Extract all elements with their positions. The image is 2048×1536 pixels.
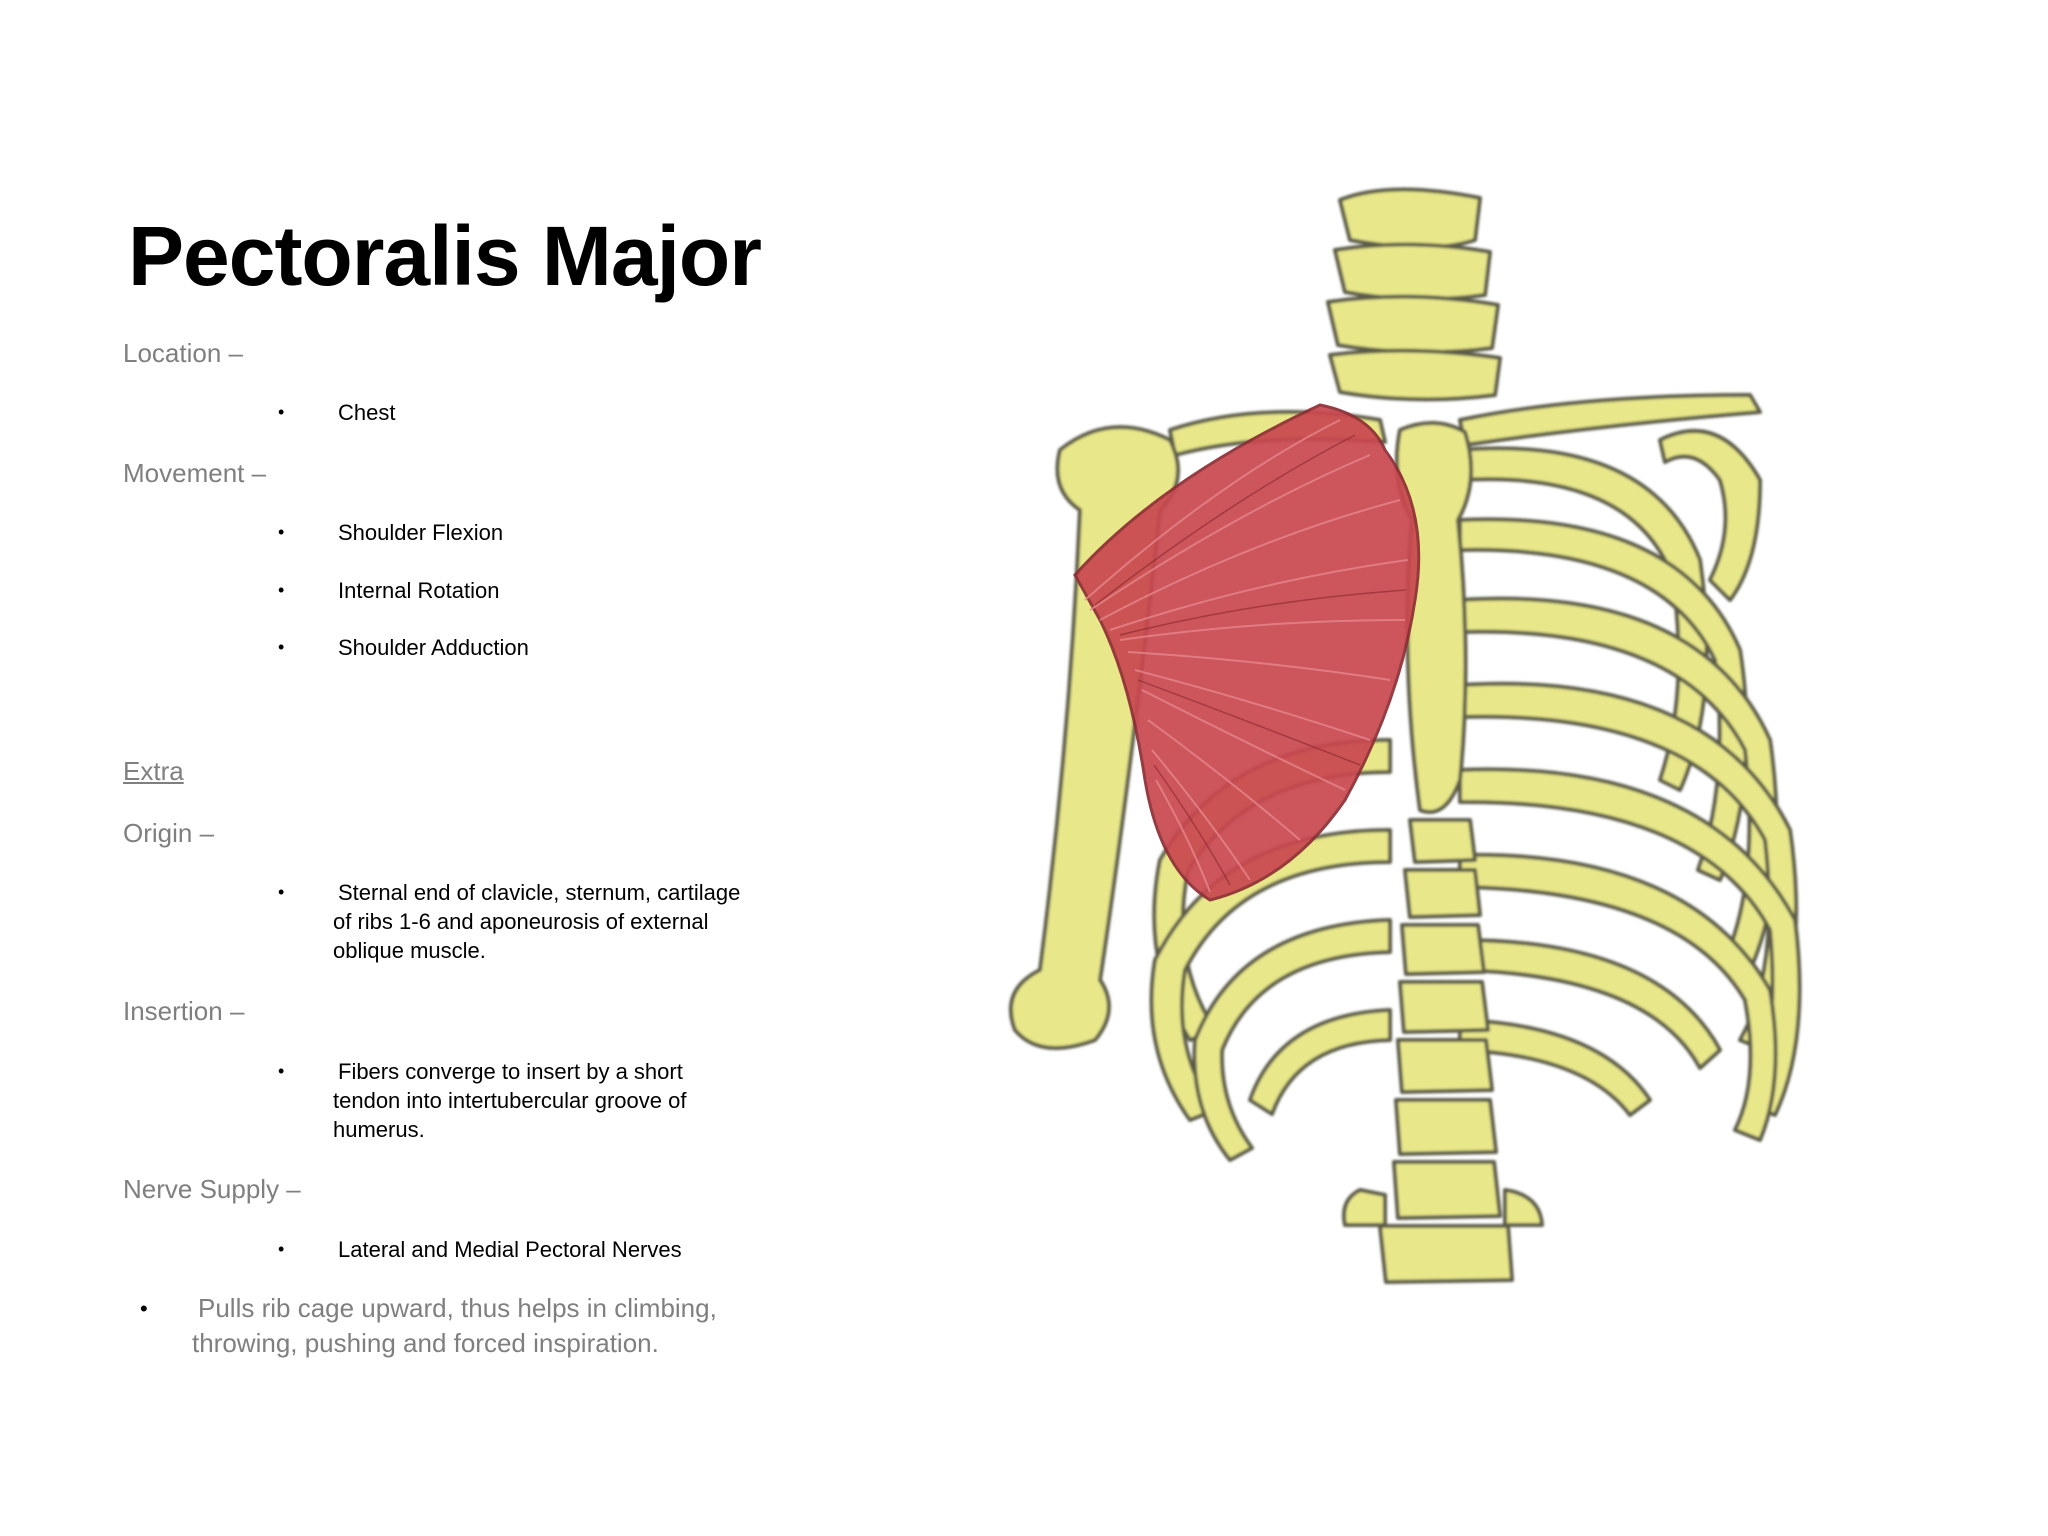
origin-heading: Origin –: [123, 818, 215, 848]
insertion-heading: Insertion –: [123, 996, 245, 1026]
nerve-supply-heading: Nerve Supply –: [123, 1174, 301, 1204]
bullet-text: Shoulder Adduction: [338, 635, 529, 660]
movement-bullet-1: • Shoulder Flexion: [278, 518, 778, 547]
bullet-icon: •: [278, 580, 285, 600]
closing-bullet-text: Pulls rib cage upward, thus helps in cli…: [192, 1293, 717, 1358]
nerve-bullet-1: • Lateral and Medial Pectoral Nerves: [278, 1235, 778, 1264]
bullet-icon: •: [278, 882, 285, 902]
bullet-text: Chest: [338, 400, 396, 425]
bullet-text: Shoulder Flexion: [338, 520, 504, 545]
movement-heading: Movement –: [123, 458, 267, 488]
skeleton-icon: [1009, 187, 1802, 1284]
bullet-text: Fibers converge to insert by a short ten…: [333, 1059, 687, 1142]
insertion-bullet-1: • Fibers converge to insert by a short t…: [278, 1057, 748, 1144]
pectoralis-major-muscle: [1073, 403, 1421, 902]
bullet-text: Internal Rotation: [338, 578, 500, 603]
skeleton-with-pectoralis-major-illustration: [1009, 187, 1802, 1284]
bullet-icon: •: [278, 522, 285, 542]
origin-bullet-1: • Sternal end of clavicle, sternum, cart…: [278, 878, 748, 965]
bullet-icon: •: [278, 1239, 285, 1259]
movement-bullet-2: • Internal Rotation: [278, 576, 778, 605]
bullet-text: Sternal end of clavicle, sternum, cartil…: [333, 880, 741, 963]
bullet-text: Lateral and Medial Pectoral Nerves: [338, 1237, 682, 1262]
bullet-icon: •: [278, 637, 285, 657]
slide-title: Pectoralis Major: [128, 209, 762, 303]
closing-bullet: • Pulls rib cage upward, thus helps in c…: [140, 1291, 780, 1361]
bullet-icon: •: [278, 402, 285, 422]
movement-bullet-3: • Shoulder Adduction: [278, 633, 778, 662]
extra-heading: Extra: [123, 756, 184, 786]
location-heading: Location –: [123, 338, 243, 368]
bullet-icon: •: [278, 1061, 285, 1081]
location-bullet-1: • Chest: [278, 398, 778, 427]
bullet-icon: •: [140, 1296, 148, 1321]
